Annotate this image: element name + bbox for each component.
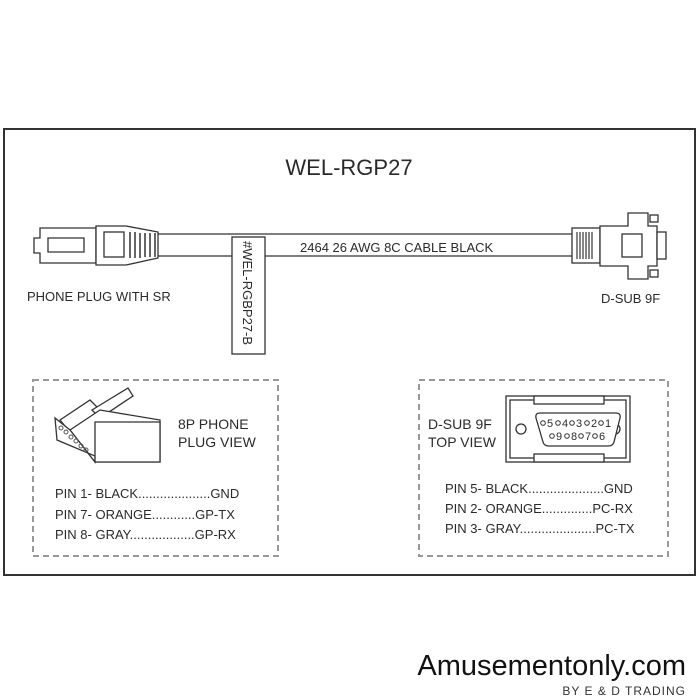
pin-number: 7 xyxy=(585,431,591,443)
logo-name: Amusementonly.com xyxy=(417,650,686,682)
right-pin-5: PIN 5- BLACK.....................GND xyxy=(445,481,633,496)
plug-view-title-1: 8P PHONE xyxy=(178,416,249,432)
diagram-title: WEL-RGP27 xyxy=(285,155,412,180)
part-tag xyxy=(231,236,266,355)
pin-number: 3 xyxy=(576,418,582,430)
left-pin-7: PIN 7- ORANGE............GP-TX xyxy=(55,507,235,522)
right-pin-2: PIN 2- ORANGE..............PC-RX xyxy=(445,501,633,516)
plug-view-title-2: PLUG VIEW xyxy=(178,434,257,450)
cable-label: 2464 26 AWG 8C CABLE BLACK xyxy=(300,240,494,255)
dsub-top-view-icon: 5 4 3 2 1 9 8 7 6 xyxy=(505,395,631,463)
left-pin-8: PIN 8- GRAY..................GP-RX xyxy=(55,527,236,542)
dsub-connector-icon xyxy=(571,212,667,280)
logo-tagline: BY E & D TRADING xyxy=(562,684,686,698)
left-pinout-panel xyxy=(32,379,279,557)
right-pinout-panel xyxy=(418,379,669,557)
pin-number: 4 xyxy=(562,418,568,430)
dsub-view-title-2: TOP VIEW xyxy=(428,434,497,450)
pin-number: 2 xyxy=(591,418,597,430)
phone-plug-icon xyxy=(33,225,159,266)
right-connector-label: D-SUB 9F xyxy=(601,291,660,306)
diagram-frame xyxy=(3,128,696,576)
rj45-plug-view-icon xyxy=(54,387,161,464)
right-pin-3: PIN 3- GRAY.....................PC-TX xyxy=(445,521,635,536)
pin-number: 6 xyxy=(599,431,605,443)
cable xyxy=(158,233,572,257)
left-pin-1: PIN 1- BLACK....................GND xyxy=(55,486,239,501)
part-tag-text: #WEL-RGBP27-B xyxy=(240,241,255,345)
left-connector-label: PHONE PLUG WITH SR xyxy=(27,289,171,304)
dsub-view-title-1: D-SUB 9F xyxy=(428,416,492,432)
pin-number: 5 xyxy=(547,418,553,430)
pin-number: 8 xyxy=(571,431,577,443)
pin-number: 9 xyxy=(556,431,562,443)
pin-number: 1 xyxy=(605,418,611,430)
